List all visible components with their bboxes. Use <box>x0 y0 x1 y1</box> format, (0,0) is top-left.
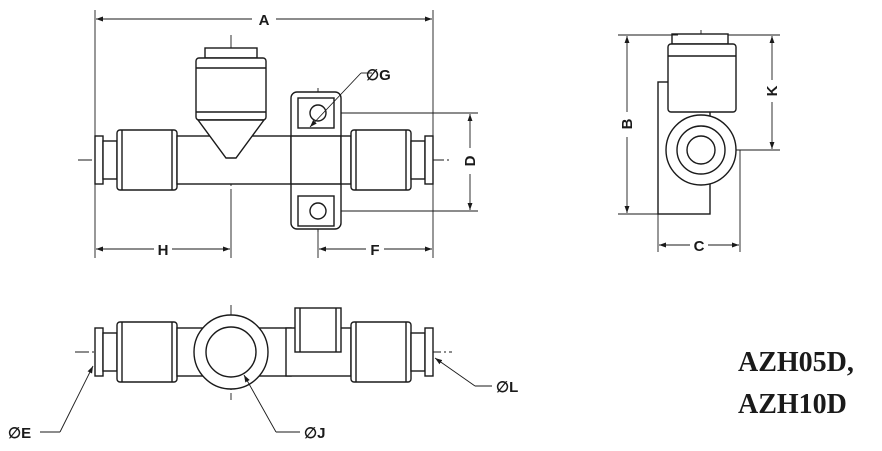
dim-g-label: ∅G <box>366 67 391 84</box>
top-view-bracket <box>294 307 342 353</box>
dim-j-label: ∅J <box>304 425 325 442</box>
dim-f-label: F <box>370 242 379 259</box>
left-collet <box>94 135 104 185</box>
dim-l-label: ∅L <box>496 379 518 396</box>
top-collet <box>204 47 258 59</box>
dim-h-label: H <box>158 242 169 259</box>
top-cone <box>196 119 266 159</box>
dim-e-label: ∅E <box>8 425 31 442</box>
side-port-outer <box>665 114 737 186</box>
dim-c-label: C <box>694 238 705 255</box>
top-view-port <box>193 314 269 390</box>
model-line-2: AZH10D <box>738 389 847 420</box>
side-nut <box>667 43 737 113</box>
side-view: B K C <box>618 30 781 255</box>
side-top-collet <box>671 33 729 45</box>
mount-hole-top <box>309 104 327 122</box>
model-line-1: AZH05D, <box>738 347 854 378</box>
right-nut <box>350 129 412 191</box>
left-nut <box>116 129 178 191</box>
right-collet-ring <box>410 140 426 180</box>
mount-hole-bottom <box>309 202 327 220</box>
top-view: ∅E ∅J ∅L <box>8 305 518 442</box>
left-collet-ring <box>102 140 118 180</box>
front-view: A H F D ∅G <box>78 10 479 259</box>
dim-a-label: A <box>259 12 270 29</box>
dim-d-label: D <box>462 155 479 166</box>
top-view-right-nut <box>350 321 412 383</box>
top-view-left-nut <box>116 321 178 383</box>
dim-b-label: B <box>619 118 636 129</box>
right-collet <box>424 135 434 185</box>
dim-k-label: K <box>764 85 781 96</box>
